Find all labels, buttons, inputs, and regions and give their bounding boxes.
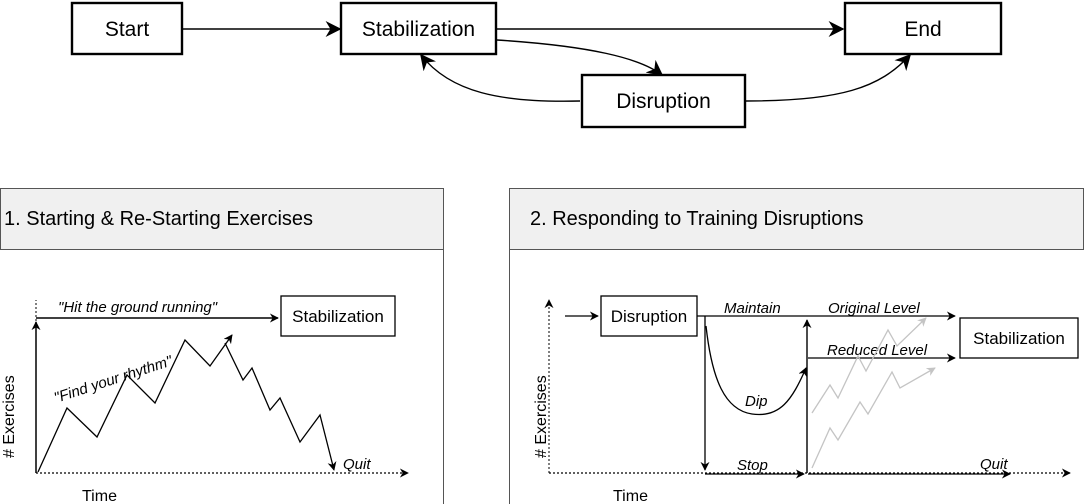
panel-1-stabilization-label: Stabilization — [292, 307, 384, 326]
arrow-stabilization-to-disruption — [496, 39, 664, 76]
dip-curve — [705, 325, 807, 416]
panel-responding: 2. Responding to Training Disruptions # … — [509, 188, 1084, 504]
maintain-label: Maintain — [724, 300, 781, 317]
panel-2-quit-label: Quit — [980, 456, 1008, 473]
original-level-label: Original Level — [828, 300, 920, 317]
panel-2-disruption-label: Disruption — [611, 307, 688, 326]
panel-2-title: 2. Responding to Training Disruptions — [530, 208, 864, 230]
end-node — [843, 1, 1003, 56]
panel-1-quit-label: Quit — [343, 456, 371, 473]
panel-2-stabilization-label: Stabilization — [973, 329, 1065, 348]
panel-1-x-label: Time — [82, 488, 117, 504]
end-node-label: End — [904, 18, 941, 41]
panel-1-y-label: # Exercises — [1, 375, 18, 458]
panel-starting: 1. Starting & Re-Starting Exercises # Ex… — [0, 188, 444, 504]
start-node-label: Start — [105, 18, 150, 41]
panel-1-header — [0, 188, 444, 250]
disruption-node — [580, 73, 747, 129]
panel-1-title: 1. Starting & Re-Starting Exercises — [4, 208, 313, 230]
hit-ground-label: "Hit the ground running" — [58, 299, 218, 316]
panel-2-stabilization-box — [959, 317, 1079, 359]
panel-2-x-label: Time — [613, 488, 648, 504]
panel-2-y-label: # Exercises — [533, 375, 550, 458]
dip-label: Dip — [745, 393, 768, 410]
arrow-disruption-to-end — [745, 53, 912, 102]
stabilization-node — [339, 1, 498, 56]
decline-line — [224, 342, 337, 471]
find-rhythm-line — [37, 334, 233, 473]
start-node — [70, 1, 184, 56]
flow-diagram: Start Stabilization End Disruption — [70, 1, 1003, 129]
panel-1-stabilization-box — [280, 295, 396, 337]
gray-rise-to-reduced — [811, 367, 936, 469]
panel-2-header — [509, 188, 1084, 250]
stabilization-node-label: Stabilization — [362, 18, 475, 41]
stop-label: Stop — [737, 457, 768, 474]
gray-rise-to-original — [811, 317, 927, 414]
arrow-disruption-to-stabilization — [420, 53, 581, 102]
disruption-node-label: Disruption — [616, 90, 711, 113]
